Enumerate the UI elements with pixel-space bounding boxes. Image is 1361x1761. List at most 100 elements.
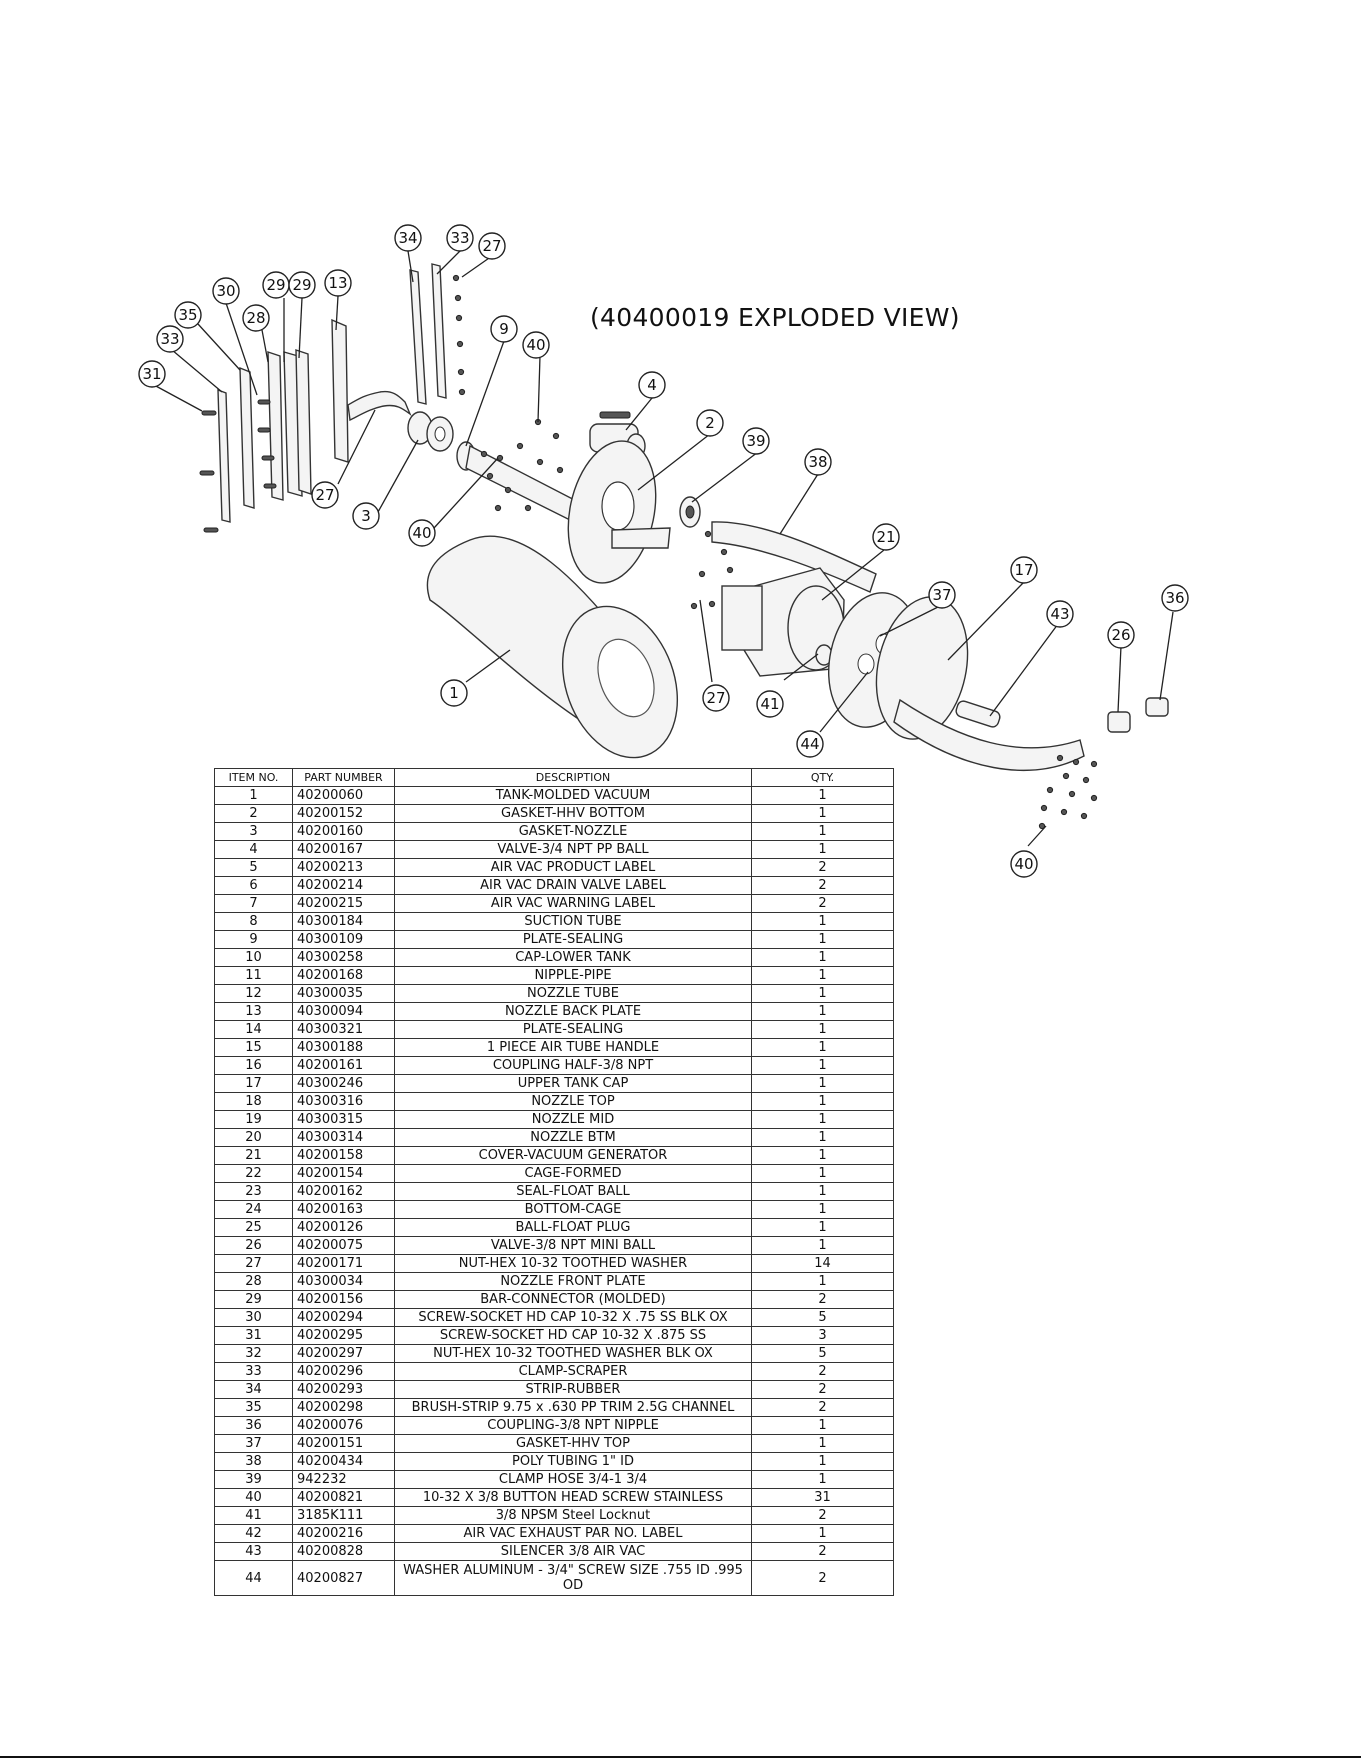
item-no-cell: 16 xyxy=(214,1056,293,1075)
item-no-cell: 6 xyxy=(214,876,293,895)
part-number-cell: 40200158 xyxy=(292,1146,395,1165)
item-no-cell: 33 xyxy=(214,1362,293,1381)
part-number-cell: 40200215 xyxy=(292,894,395,913)
description-header: DESCRIPTION xyxy=(394,768,752,787)
part-number-cell: 40200434 xyxy=(292,1452,395,1471)
qty-cell: 2 xyxy=(751,1542,894,1561)
description-cell: POLY TUBING 1" ID xyxy=(394,1452,752,1471)
part-number-cell: 40300188 xyxy=(292,1038,395,1057)
qty-cell: 5 xyxy=(751,1344,894,1363)
screw-cluster-right xyxy=(1038,754,1098,830)
svg-text:13: 13 xyxy=(328,274,347,292)
part-number-cell: 40200298 xyxy=(292,1398,395,1417)
description-cell: NOZZLE MID xyxy=(394,1110,752,1129)
description-cell: WASHER ALUMINUM - 3/4" SCREW SIZE .755 I… xyxy=(394,1560,752,1596)
part-number-cell: 40300316 xyxy=(292,1092,395,1111)
description-cell: NOZZLE BACK PLATE xyxy=(394,1002,752,1021)
svg-text:41: 41 xyxy=(760,695,779,713)
description-cell: NIPPLE-PIPE xyxy=(394,966,752,985)
description-cell: GASKET-HHV BOTTOM xyxy=(394,804,752,823)
part-number-cell: 40300246 xyxy=(292,1074,395,1093)
description-cell: GASKET-HHV TOP xyxy=(394,1434,752,1453)
item-no-cell: 37 xyxy=(214,1434,293,1453)
item-no-cell: 28 xyxy=(214,1272,293,1291)
item-no-cell: 15 xyxy=(214,1038,293,1057)
callout-bubble: 27 xyxy=(311,481,339,509)
item-no-cell: 17 xyxy=(214,1074,293,1093)
part-number-cell: 40200294 xyxy=(292,1308,395,1327)
part-number-cell: 40200156 xyxy=(292,1290,395,1309)
part-number-cell: 40300184 xyxy=(292,912,395,931)
qty-cell: 1 xyxy=(751,1074,894,1093)
svg-text:39: 39 xyxy=(746,432,765,450)
qty-cell: 1 xyxy=(751,1200,894,1219)
svg-text:1: 1 xyxy=(449,684,459,702)
description-cell: NOZZLE TOP xyxy=(394,1092,752,1111)
item-no-cell: 30 xyxy=(214,1308,293,1327)
description-cell: SILENCER 3/8 AIR VAC xyxy=(394,1542,752,1561)
description-cell: VALVE-3/8 NPT MINI BALL xyxy=(394,1236,752,1255)
part-number-cell: 942232 xyxy=(292,1470,395,1489)
svg-text:26: 26 xyxy=(1111,626,1130,644)
description-cell: CAGE-FORMED xyxy=(394,1164,752,1183)
item-no-cell: 1 xyxy=(214,786,293,805)
item-no-cell: 29 xyxy=(214,1290,293,1309)
qty-cell: 1 xyxy=(751,1020,894,1039)
svg-text:40: 40 xyxy=(526,336,545,354)
item-no-cell: 7 xyxy=(214,894,293,913)
description-cell: BAR-CONNECTOR (MOLDED) xyxy=(394,1290,752,1309)
svg-text:27: 27 xyxy=(482,237,501,255)
qty-cell: 14 xyxy=(751,1254,894,1273)
qty-cell: 1 xyxy=(751,822,894,841)
callout-bubble: 29 xyxy=(288,271,316,299)
qty-cell: 1 xyxy=(751,1002,894,1021)
item-no-cell: 2 xyxy=(214,804,293,823)
qty-cell: 1 xyxy=(751,1182,894,1201)
qty-cell: 1 xyxy=(751,930,894,949)
description-cell: 10-32 X 3/8 BUTTON HEAD SCREW STAINLESS xyxy=(394,1488,752,1507)
callout-bubble: 9 xyxy=(490,315,518,343)
qty-cell: 2 xyxy=(751,858,894,877)
item-no-cell: 18 xyxy=(214,1092,293,1111)
upper-tank-cap xyxy=(875,596,1085,771)
qty-cell: 1 xyxy=(751,1524,894,1543)
qty-cell: 1 xyxy=(751,1164,894,1183)
description-cell: AIR VAC WARNING LABEL xyxy=(394,894,752,913)
poly-tubing xyxy=(711,521,877,593)
part-number-cell: 40200295 xyxy=(292,1326,395,1345)
part-number-cell: 40300035 xyxy=(292,984,395,1003)
qty-cell: 2 xyxy=(751,1290,894,1309)
description-cell: NUT-HEX 10-32 TOOTHED WASHER BLK OX xyxy=(394,1344,752,1363)
clamp-scraper xyxy=(431,263,447,399)
description-cell: NUT-HEX 10-32 TOOTHED WASHER xyxy=(394,1254,752,1273)
part-number-cell: 40200075 xyxy=(292,1236,395,1255)
description-cell: CLAMP HOSE 3/4-1 3/4 xyxy=(394,1470,752,1489)
description-cell: TANK-MOLDED VACUUM xyxy=(394,786,752,805)
item-no-cell: 24 xyxy=(214,1200,293,1219)
qty-cell: 1 xyxy=(751,1434,894,1453)
item-no-cell: 13 xyxy=(214,1002,293,1021)
part-number-cell: 40200296 xyxy=(292,1362,395,1381)
qty-cell: 1 xyxy=(751,1146,894,1165)
svg-text:27: 27 xyxy=(706,689,725,707)
part-number-cell: 40200168 xyxy=(292,966,395,985)
mini-ball-valve xyxy=(1107,711,1131,733)
part-number-cell: 40200216 xyxy=(292,1524,395,1543)
description-cell: COUPLING-3/8 NPT NIPPLE xyxy=(394,1416,752,1435)
description-cell: STRIP-RUBBER xyxy=(394,1380,752,1399)
description-cell: CLAMP-SCRAPER xyxy=(394,1362,752,1381)
description-cell: COVER-VACUUM GENERATOR xyxy=(394,1146,752,1165)
part-number-cell: 40300094 xyxy=(292,1002,395,1021)
part-number-cell: 40200827 xyxy=(292,1560,395,1596)
callout-bubble: 2 xyxy=(696,409,724,437)
part-number-cell: 40200163 xyxy=(292,1200,395,1219)
qty-cell: 1 xyxy=(751,786,894,805)
svg-text:33: 33 xyxy=(450,229,469,247)
